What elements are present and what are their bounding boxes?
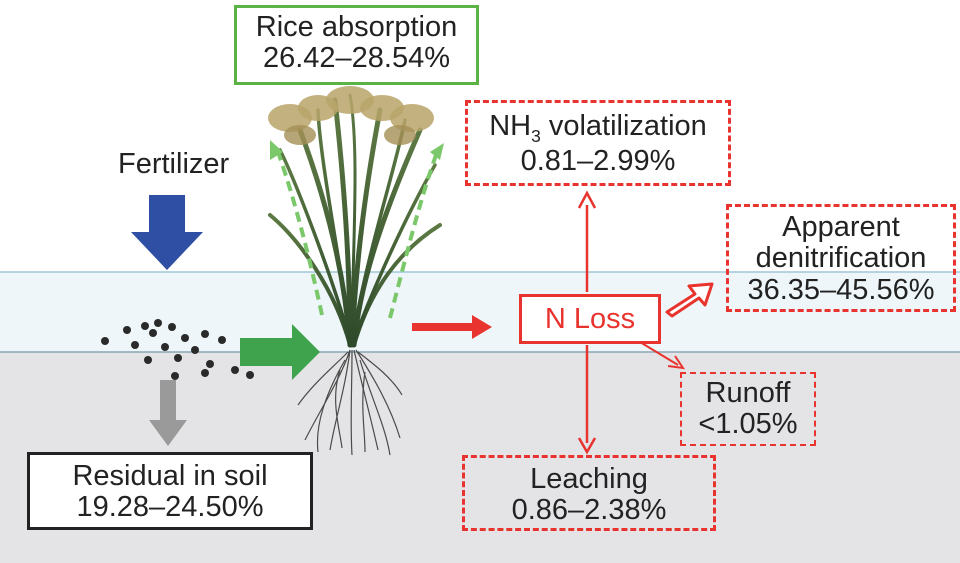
residual-arrow xyxy=(149,380,187,446)
leaching-value: 0.86–2.38% xyxy=(511,494,667,527)
denitrification-value: 36.35–45.56% xyxy=(747,273,935,306)
rice-absorption-title: Rice absorption xyxy=(255,11,458,43)
nh3-volatilization-box: NH3 volatilization 0.81–2.99% xyxy=(465,100,731,186)
rice-panicles xyxy=(268,86,434,145)
rice-roots xyxy=(297,349,403,456)
residual-value: 19.28–24.50% xyxy=(76,491,264,524)
runoff-title: Runoff xyxy=(705,377,791,409)
fertilizer-label: Fertilizer xyxy=(118,148,230,180)
denitrification-title-2: denitrification xyxy=(755,242,927,275)
nh3-volatilization-value: 0.81–2.99% xyxy=(520,144,676,177)
denitrification-box: Apparent denitrification 36.35–45.56% xyxy=(726,204,956,312)
fertilizer-arrow xyxy=(131,195,203,270)
absorption-arrowhead-right xyxy=(430,143,444,160)
absorption-dashed-arrows xyxy=(276,151,438,319)
runoff-value: <1.05% xyxy=(698,408,798,441)
nh3-volatilization-title: NH3 volatilization xyxy=(489,110,707,146)
water-layer xyxy=(0,272,960,352)
loss-branch-arrows xyxy=(577,190,686,455)
residual-in-soil-box: Residual in soil 19.28–24.50% xyxy=(27,452,313,530)
uptake-arrow xyxy=(240,324,320,380)
rice-absorption-box: Rice absorption 26.42–28.54% xyxy=(234,5,479,85)
n-loss-label: N Loss xyxy=(544,303,636,335)
to-n-loss-arrow xyxy=(412,315,492,339)
leaching-title: Leaching xyxy=(530,463,648,495)
fertilizer-granules xyxy=(101,319,254,380)
residual-title: Residual in soil xyxy=(72,460,268,492)
leaching-box: Leaching 0.86–2.38% xyxy=(462,455,716,531)
rice-plant-illustration xyxy=(268,86,442,456)
denitrification-arrow xyxy=(665,282,714,318)
denitrification-title-1: Apparent xyxy=(782,211,900,243)
absorption-arrowhead-left xyxy=(270,140,283,160)
rice-absorption-value: 26.42–28.54% xyxy=(262,42,451,75)
n-loss-box: N Loss xyxy=(519,294,661,344)
runoff-box: Runoff <1.05% xyxy=(680,372,816,446)
